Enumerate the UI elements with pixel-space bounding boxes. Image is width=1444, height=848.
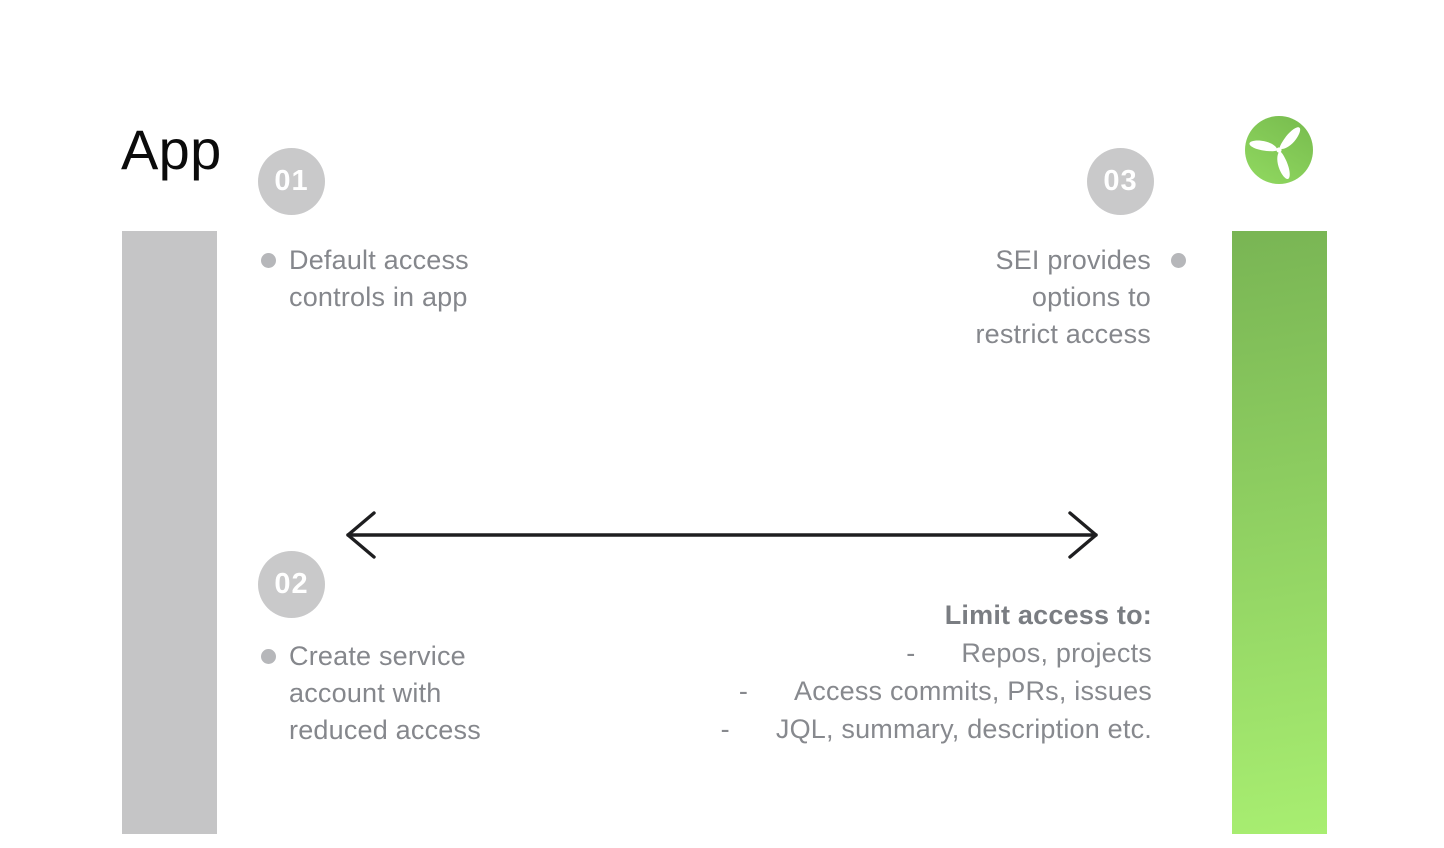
step-number: 01 [274, 165, 309, 197]
step-badge-02: 02 [258, 551, 325, 618]
step-note-sei-restrict: SEI provides options to restrict access [930, 242, 1186, 353]
limit-access-title: Limit access to: [944, 600, 1152, 630]
dash-bullet: - [906, 638, 916, 668]
limit-item-text: Repos, projects [961, 638, 1152, 668]
page-title: App [121, 118, 222, 181]
step-note-service-account: Create service account with reduced acce… [261, 638, 481, 749]
limit-access-item: - Access commits, PRs, issues [600, 672, 1152, 710]
sei-propeller-logo [1245, 116, 1313, 184]
limit-access-section: Limit access to: - Repos, projects - Acc… [600, 596, 1152, 748]
step-badge-01: 01 [258, 148, 325, 215]
step-number: 02 [274, 568, 309, 600]
limit-access-item: - Repos, projects [600, 634, 1152, 672]
sei-side-bar [1232, 231, 1327, 834]
double-arrow-icon [346, 511, 1098, 559]
step-note-text: Default access controls in app [289, 245, 469, 312]
step-note-default-access: Default access controls in app [261, 242, 469, 316]
limit-access-item: - JQL, summary, description etc. [600, 710, 1152, 748]
limit-item-text: Access commits, PRs, issues [794, 676, 1152, 706]
propeller-logo-icon [1245, 116, 1313, 184]
dash-bullet: - [720, 714, 730, 744]
step-note-text: SEI provides options to restrict access [975, 245, 1151, 349]
limit-item-text: JQL, summary, description etc. [775, 714, 1152, 744]
bullet-dot-icon [261, 253, 276, 268]
app-side-bar [122, 231, 217, 834]
dash-bullet: - [738, 676, 749, 706]
double-arrow-connector [340, 509, 1104, 561]
step-badge-03: 03 [1087, 148, 1154, 215]
step-note-text: Create service account with reduced acce… [289, 641, 481, 745]
bullet-dot-icon [1171, 253, 1186, 268]
bullet-dot-icon [261, 649, 276, 664]
step-number: 03 [1103, 165, 1138, 197]
